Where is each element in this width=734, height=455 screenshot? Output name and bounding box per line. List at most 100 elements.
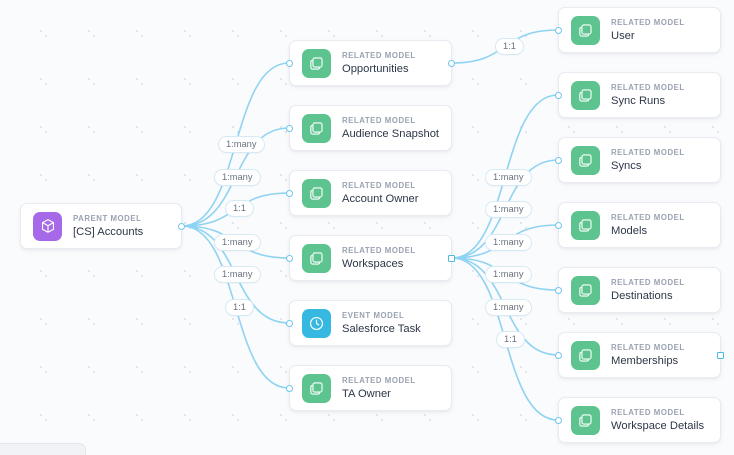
node-text: RELATED MODEL Account Owner [342,180,418,207]
node-title: Workspaces [342,257,404,270]
node-kicker: RELATED MODEL [611,82,685,92]
relationship-badge-parent-accountowner[interactable]: 1:1 [225,200,254,217]
port-left-accountowner[interactable] [286,189,293,197]
layers-icon [571,405,600,435]
port-left-destinations[interactable] [555,286,562,294]
relationship-badge-workspaces-wsdetails[interactable]: 1:1 [496,331,525,348]
port-right-workspaces[interactable] [448,254,455,262]
node-title: Sync Runs [611,94,666,107]
port-left-syncruns[interactable] [555,91,562,99]
layers-icon [571,15,600,45]
node-kicker: RELATED MODEL [342,50,416,60]
node-audience[interactable]: RELATED MODEL Audience Snapshot [286,105,452,151]
node-opportunities[interactable]: RELATED MODEL Opportunities [286,40,455,86]
node-text: RELATED MODEL Audience Snapshot [342,115,439,142]
relationship-badge-workspaces-syncs[interactable]: 1:many [485,201,532,218]
port-left-taowner[interactable] [286,384,293,392]
node-syncruns[interactable]: RELATED MODEL Sync Runs [555,72,721,118]
node-text: PARENT MODEL [CS] Accounts [73,213,143,240]
port-left-syncs[interactable] [555,156,562,164]
node-text: RELATED MODEL Workspace Details [611,407,704,434]
node-models[interactable]: RELATED MODEL Models [555,202,721,248]
node-title: Workspace Details [611,419,705,432]
layers-icon [571,340,600,370]
layers-icon [302,373,331,403]
port-left-opportunities[interactable] [286,59,293,67]
node-taowner[interactable]: RELATED MODEL TA Owner [286,365,452,411]
node-title: Opportunities [342,62,409,75]
port-left-workspaces[interactable] [286,254,293,262]
node-salesforce[interactable]: EVENT MODEL Salesforce Task [286,300,452,346]
relationship-badge-workspaces-destinations[interactable]: 1:many [485,266,532,283]
node-title: Destinations [611,289,673,302]
port-right-opportunities[interactable] [448,59,455,67]
node-kicker: RELATED MODEL [342,180,416,190]
node-text: RELATED MODEL Memberships [611,342,685,369]
node-kicker: RELATED MODEL [611,277,685,287]
port-left-salesforce[interactable] [286,319,293,327]
node-parent[interactable]: PARENT MODEL [CS] Accounts [20,203,185,249]
node-text: RELATED MODEL Models [611,212,685,239]
node-kicker: EVENT MODEL [342,310,405,320]
node-kicker: RELATED MODEL [342,245,416,255]
node-title: Salesforce Task [342,322,421,335]
node-text: RELATED MODEL Syncs [611,147,685,174]
relationship-badge-workspaces-syncruns[interactable]: 1:many [485,169,532,186]
node-title: Audience Snapshot [342,127,440,140]
layers-icon [571,210,600,240]
cube-icon [33,211,62,241]
port-right-memberships[interactable] [717,351,724,359]
node-title: Models [611,224,648,237]
port-left-user[interactable] [555,26,562,34]
node-kicker: RELATED MODEL [611,17,685,27]
node-kicker: RELATED MODEL [611,407,685,417]
node-accountowner[interactable]: RELATED MODEL Account Owner [286,170,452,216]
relationship-badge-parent-salesforce[interactable]: 1:many [214,266,261,283]
layers-icon [571,80,600,110]
layers-icon [302,243,331,273]
node-workspaces[interactable]: RELATED MODEL Workspaces [286,235,455,281]
relationship-badge-parent-audience[interactable]: 1:many [214,169,261,186]
node-text: RELATED MODEL User [611,17,685,44]
node-kicker: RELATED MODEL [611,212,685,222]
node-destinations[interactable]: RELATED MODEL Destinations [555,267,721,313]
layers-icon [571,275,600,305]
minimap-panel[interactable] [0,443,86,455]
node-title: Account Owner [342,192,419,205]
node-kicker: RELATED MODEL [342,115,416,125]
relationship-badge-workspaces-memberships[interactable]: 1:many [485,299,532,316]
node-text: RELATED MODEL TA Owner [342,375,416,402]
node-title: User [611,29,635,42]
relationship-badge-parent-taowner[interactable]: 1:1 [225,299,254,316]
layers-icon [571,145,600,175]
relationship-badge-workspaces-models[interactable]: 1:many [485,234,532,251]
layers-icon [302,178,331,208]
node-kicker: RELATED MODEL [611,147,685,157]
node-title: [CS] Accounts [73,225,144,238]
node-text: RELATED MODEL Sync Runs [611,82,685,109]
relationship-badge-parent-opportunities[interactable]: 1:many [218,136,265,153]
node-kicker: PARENT MODEL [73,213,142,223]
node-user[interactable]: RELATED MODEL User [555,7,721,53]
port-left-models[interactable] [555,221,562,229]
node-text: RELATED MODEL Workspaces [342,245,416,272]
node-kicker: RELATED MODEL [611,342,685,352]
node-memberships[interactable]: RELATED MODEL Memberships [555,332,724,378]
node-title: Memberships [611,354,679,367]
layers-icon [302,113,331,143]
node-wsdetails[interactable]: RELATED MODEL Workspace Details [555,397,721,443]
layers-icon [302,48,331,78]
port-left-memberships[interactable] [555,351,562,359]
node-syncs[interactable]: RELATED MODEL Syncs [555,137,721,183]
port-left-audience[interactable] [286,124,293,132]
node-text: EVENT MODEL Salesforce Task [342,310,421,337]
relationship-badge-parent-workspaces[interactable]: 1:many [214,234,261,251]
clock-icon [302,308,331,338]
node-kicker: RELATED MODEL [342,375,416,385]
node-title: TA Owner [342,387,391,400]
node-title: Syncs [611,159,642,172]
port-right-parent[interactable] [178,222,185,230]
relationship-badge-opportunities-user[interactable]: 1:1 [495,38,524,55]
port-left-wsdetails[interactable] [555,416,562,424]
